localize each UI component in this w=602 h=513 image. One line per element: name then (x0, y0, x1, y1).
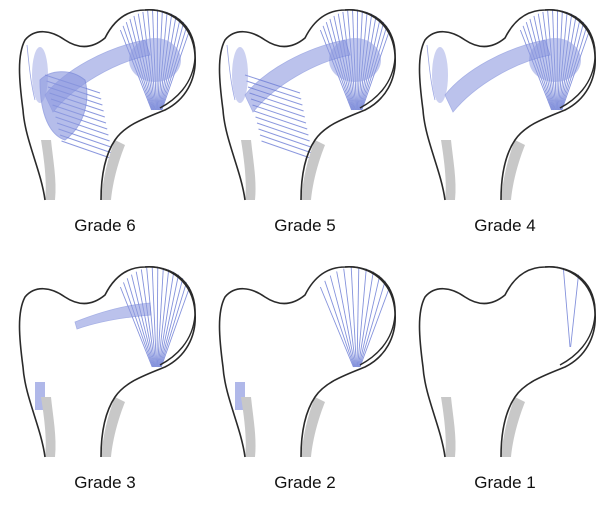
femur-illustration (405, 257, 602, 472)
principal-tensile-trabeculae (245, 40, 350, 112)
principal-compressive-trabeculae (563, 268, 578, 347)
grade-label: Grade 1 (405, 473, 602, 493)
femur-illustration (205, 257, 405, 472)
grade-label: Grade 4 (405, 216, 602, 236)
principal-compressive-trabeculae (320, 267, 389, 367)
femur-panel-grade-3: Grade 3 (5, 257, 205, 513)
femur-illustration (5, 0, 205, 215)
principal-tensile-trabeculae (445, 40, 550, 112)
femur-panel-grade-2: Grade 2 (205, 257, 405, 513)
femur-illustration (205, 0, 405, 215)
femur-panel-grade-1: Grade 1 (405, 257, 602, 513)
femur-panel-grade-5: Grade 5 (205, 0, 405, 256)
femur-illustration (405, 0, 602, 215)
femur-illustration (5, 257, 205, 472)
principal-tensile-trabeculae (75, 303, 151, 329)
grade-label: Grade 2 (205, 473, 405, 493)
grade-label: Grade 3 (5, 473, 205, 493)
grade-label: Grade 6 (5, 216, 205, 236)
grade-label: Grade 5 (205, 216, 405, 236)
femur-panel-grade-4: Grade 4 (405, 0, 602, 256)
femur-panel-grade-6: Grade 6 (5, 0, 205, 256)
